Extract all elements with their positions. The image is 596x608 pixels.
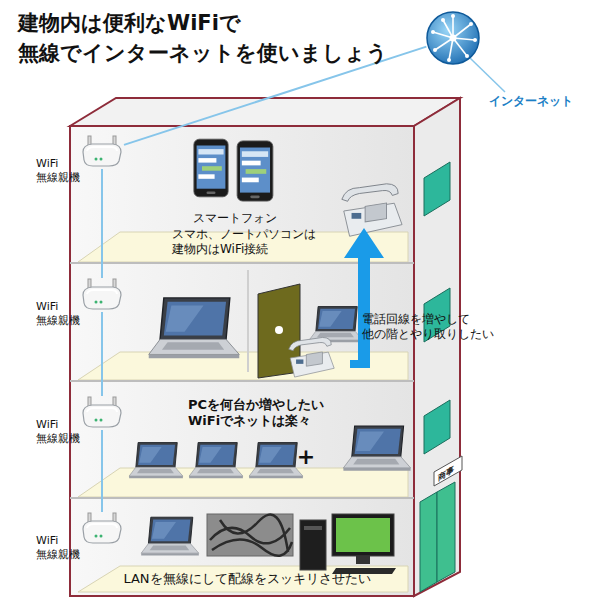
page-title: 建物内は便利なWiFiで 無線でインターネットを使いましょう <box>18 8 448 68</box>
entrance-door <box>437 482 455 582</box>
device-caption: スマートフォン <box>165 211 305 226</box>
ap-led <box>100 158 103 161</box>
access-point: WiFi 無線親機 <box>80 278 124 312</box>
leader-line <box>470 58 505 92</box>
access-point-icon <box>80 278 124 312</box>
door-knob <box>275 326 283 334</box>
tangled-cable <box>210 515 292 556</box>
access-point-icon <box>80 512 124 546</box>
laptop <box>189 443 243 479</box>
building-side <box>414 98 460 596</box>
floor-note: スマホ、ノートパソコンは 建物内はWiFi接続 <box>172 227 342 257</box>
internet-globe: インターネット <box>425 10 481 66</box>
monitor-stand <box>356 556 370 564</box>
shop-sign: 商事 <box>438 464 454 484</box>
floor-area: 電話回線を増やして 他の階とやり取りしたい <box>72 263 413 380</box>
floor-note: PCを何台か増やしたい WiFiでネットは楽々 <box>188 397 363 430</box>
laptop <box>249 443 303 479</box>
window <box>424 400 450 454</box>
laptop <box>343 426 410 471</box>
floor-surface <box>78 566 408 592</box>
access-point: WiFi 無線親機 <box>80 512 124 546</box>
ap-led <box>100 419 103 422</box>
globe-hub <box>450 35 457 42</box>
ap-body <box>83 287 121 309</box>
globe-body <box>427 12 479 64</box>
globe-dot <box>447 58 451 62</box>
interior-wall <box>247 270 249 372</box>
desk-phone <box>342 184 402 236</box>
floor-slab <box>70 380 414 382</box>
ap-label: WiFi 無線親機 <box>36 300 92 328</box>
ap-led <box>95 158 98 161</box>
ap-led <box>95 419 98 422</box>
ap-body <box>83 521 121 543</box>
building-roof <box>70 98 460 126</box>
ap-highlight <box>87 524 117 528</box>
laptop <box>141 517 199 555</box>
laptop <box>309 307 363 343</box>
globe-icon <box>425 10 481 66</box>
globe-dot <box>451 14 455 18</box>
globe-dot <box>441 18 445 22</box>
ap-body <box>83 405 121 427</box>
access-point: WiFi 無線親機 <box>80 396 124 430</box>
floor-surface <box>78 468 408 497</box>
ap-label: WiFi 無線親機 <box>36 534 92 562</box>
globe-dot <box>433 48 437 52</box>
smartphone <box>237 141 273 201</box>
ap-highlight <box>87 147 117 151</box>
access-point-icon <box>80 396 124 430</box>
ap-highlight <box>87 408 117 412</box>
ap-led <box>95 301 98 304</box>
globe-label: インターネット <box>489 94 596 109</box>
ap-highlight <box>87 290 117 294</box>
floor-note: 電話回線を増やして 他の階とやり取りしたい <box>362 312 512 342</box>
floor-area: スマートフォンスマホ、ノートパソコンは 建物内はWiFi接続 <box>72 127 413 262</box>
ap-body <box>83 144 121 166</box>
plus-sign: + <box>294 443 318 471</box>
pc-drive <box>304 526 322 530</box>
pc-screen <box>336 518 390 552</box>
link-line <box>101 430 103 512</box>
ap-led <box>100 535 103 538</box>
window <box>424 162 450 216</box>
globe-dot <box>469 22 473 26</box>
floor-area: LANを無線にして配線をスッキリさせたい <box>72 498 413 594</box>
access-point: WiFi 無線親機 <box>80 135 124 169</box>
ap-label: WiFi 無線親機 <box>36 157 92 185</box>
globe-dot <box>473 38 477 42</box>
globe-dot <box>465 54 469 58</box>
ap-led <box>100 301 103 304</box>
link-line <box>101 312 103 396</box>
building-front <box>70 126 414 596</box>
globe-dot <box>431 30 435 34</box>
cable-photo <box>207 514 293 556</box>
pc-tower <box>300 520 326 570</box>
floor-slab <box>70 497 414 499</box>
smartphone <box>194 139 228 197</box>
link-line <box>101 169 103 278</box>
laptop <box>129 443 183 479</box>
floor-note: LANを無線にして配線をスッキリさせたい <box>112 571 382 587</box>
laptop <box>149 298 240 358</box>
blue-arrow <box>344 228 384 368</box>
ap-label: WiFi 無線親機 <box>36 418 92 446</box>
shop-sign-board <box>434 456 462 486</box>
access-point-icon <box>80 135 124 169</box>
pc-monitor <box>332 514 394 556</box>
floor-area: PCを何台か増やしたい WiFiでネットは楽々 + <box>72 381 413 497</box>
entrance-door <box>420 492 437 592</box>
desk-phone <box>289 337 334 377</box>
ap-led <box>95 535 98 538</box>
